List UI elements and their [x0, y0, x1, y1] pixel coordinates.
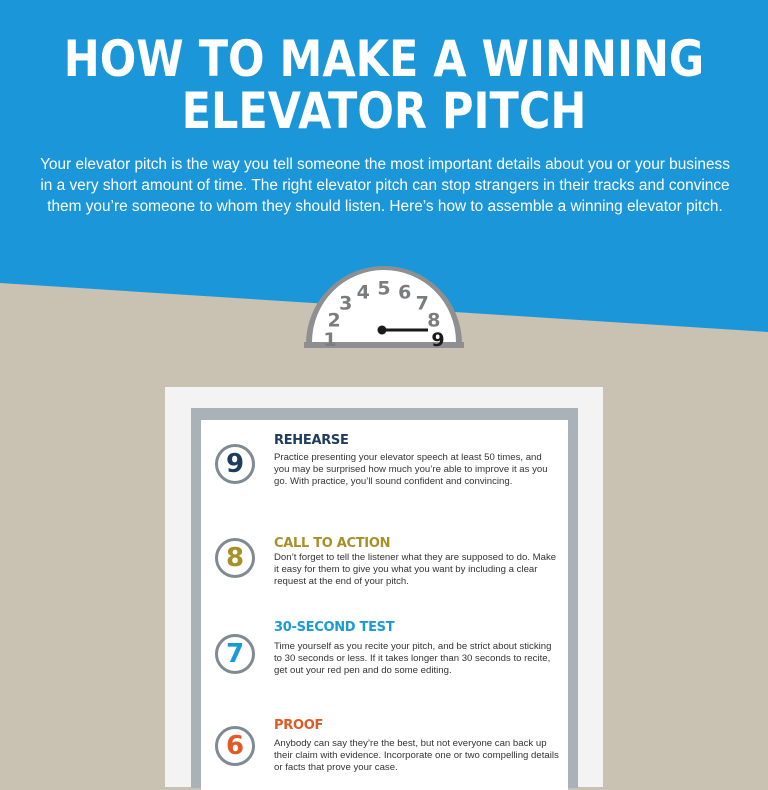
step-title: CALL TO ACTION: [274, 536, 391, 551]
floor-number: 1: [323, 329, 336, 348]
floor-number: 8: [427, 309, 440, 331]
floor-number: 2: [327, 309, 340, 331]
step-number-badge: 8: [215, 538, 255, 578]
floor-number: 4: [357, 282, 370, 304]
step-text: Don’t forget to tell the listener what t…: [274, 552, 557, 587]
steps-panel: 9 REHEARSE Practice presenting your elev…: [201, 420, 568, 790]
header-background: [0, 0, 768, 332]
floor-number: 6: [398, 282, 411, 304]
step-number-badge: 7: [215, 634, 255, 674]
floor-number: 3: [339, 293, 352, 315]
step-text: Practice presenting your elevator speech…: [274, 452, 548, 487]
step-number-badge: 9: [215, 444, 255, 484]
step-title: PROOF: [274, 718, 324, 733]
step-text: Time yourself as you recite your pitch, …: [274, 641, 552, 676]
floor-number: 7: [416, 293, 429, 315]
floor-number: 5: [377, 278, 390, 300]
step-text: Anybody can say they’re the best, but no…: [274, 738, 559, 773]
step-title: 30-SECOND TEST: [274, 620, 395, 635]
page-title-line-2: ELEVATOR PITCH: [181, 82, 587, 140]
floor-number: 9: [431, 329, 444, 348]
page-title-line-1: HOW TO MAKE A WINNING: [63, 30, 705, 88]
step-title: REHEARSE: [274, 433, 349, 448]
intro-paragraph: Your elevator pitch is the way you tell …: [40, 156, 730, 215]
step-number-badge: 6: [215, 726, 255, 766]
